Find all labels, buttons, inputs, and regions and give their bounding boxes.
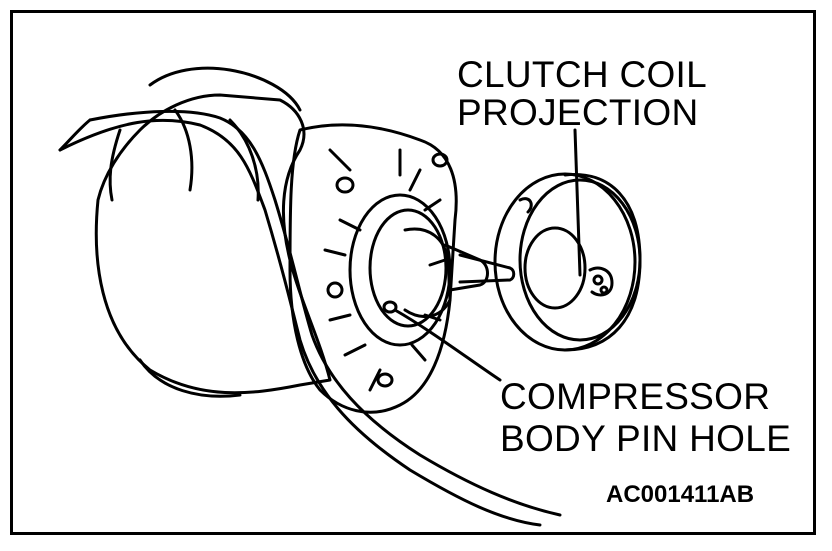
label-compressor-line1: COMPRESSOR [500,376,771,417]
clutch-coil-bore [523,226,587,310]
pin-hole [382,300,398,314]
compressor-body-outline [94,93,332,395]
bearing-boss [348,193,452,347]
leader-line-pin [393,308,502,382]
refrigerant-pipe [58,118,542,527]
label-clutch-coil-line1: CLUTCH COIL [457,54,707,95]
front-housing [288,123,458,414]
clutch-coil-ring [493,172,637,352]
figure-code: AC001411AB [606,481,755,508]
leader-line-clutch [573,128,582,277]
label-compressor-line2: BODY PIN HOLE [500,418,792,459]
label-clutch-coil-line2: PROJECTION [457,92,699,133]
shaft [458,253,516,284]
coil-projection [588,266,614,297]
figure-frame [10,10,816,535]
